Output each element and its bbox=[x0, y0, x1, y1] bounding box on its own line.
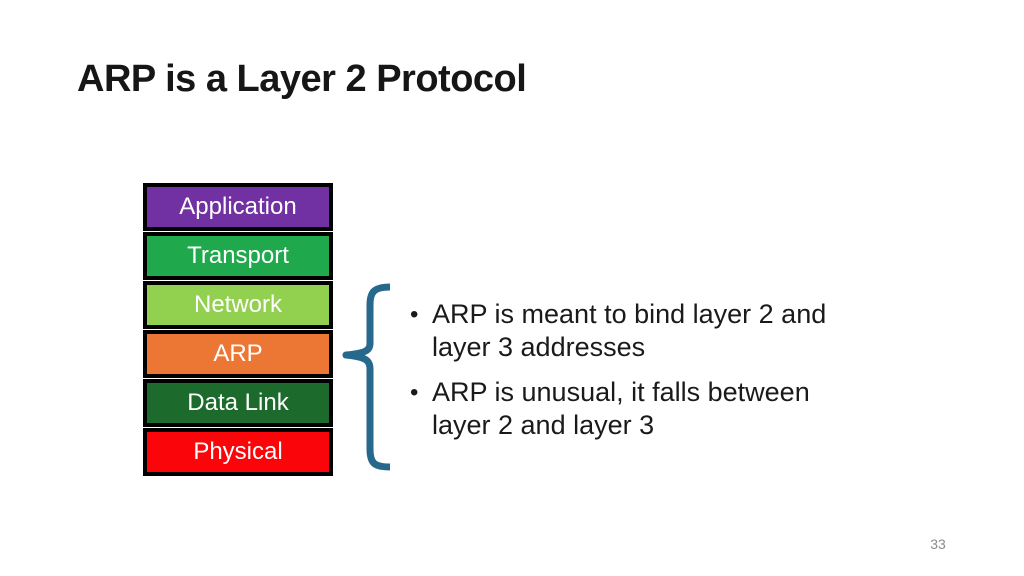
bullet-text: ARP is unusual, it falls between layer 2… bbox=[432, 377, 810, 440]
bullet-list: • ARP is meant to bind layer 2 and layer… bbox=[410, 298, 866, 454]
stack-layer-label: Application bbox=[179, 193, 297, 220]
stack-layer-network: Network bbox=[143, 281, 333, 329]
stack-layer-arp: ARP bbox=[143, 330, 333, 378]
slide-title: ARP is a Layer 2 Protocol bbox=[77, 58, 527, 100]
bullet-dot-icon: • bbox=[410, 379, 419, 406]
stack-layer-label: ARP bbox=[213, 340, 263, 367]
protocol-stack-diagram: Application Transport Network ARP Data L… bbox=[143, 183, 333, 476]
bullet-item: • ARP is meant to bind layer 2 and layer… bbox=[410, 298, 866, 364]
stack-layer-transport: Transport bbox=[143, 232, 333, 280]
bullet-item: • ARP is unusual, it falls between layer… bbox=[410, 376, 866, 442]
stack-layer-label: Network bbox=[193, 291, 283, 318]
stack-layer-label: Physical bbox=[193, 438, 283, 465]
bullet-dot-icon: • bbox=[410, 301, 419, 328]
stack-layer-datalink: Data Link bbox=[143, 379, 333, 427]
bullet-text: ARP is meant to bind layer 2 and layer 3… bbox=[432, 299, 827, 362]
left-curly-brace-icon bbox=[342, 283, 391, 471]
page-number: 33 bbox=[930, 536, 946, 552]
stack-layer-label: Transport bbox=[187, 242, 289, 269]
stack-layer-physical: Physical bbox=[143, 428, 333, 476]
stack-layer-label: Data Link bbox=[187, 389, 289, 416]
stack-layer-application: Application bbox=[143, 183, 333, 231]
brace-path bbox=[342, 283, 391, 471]
